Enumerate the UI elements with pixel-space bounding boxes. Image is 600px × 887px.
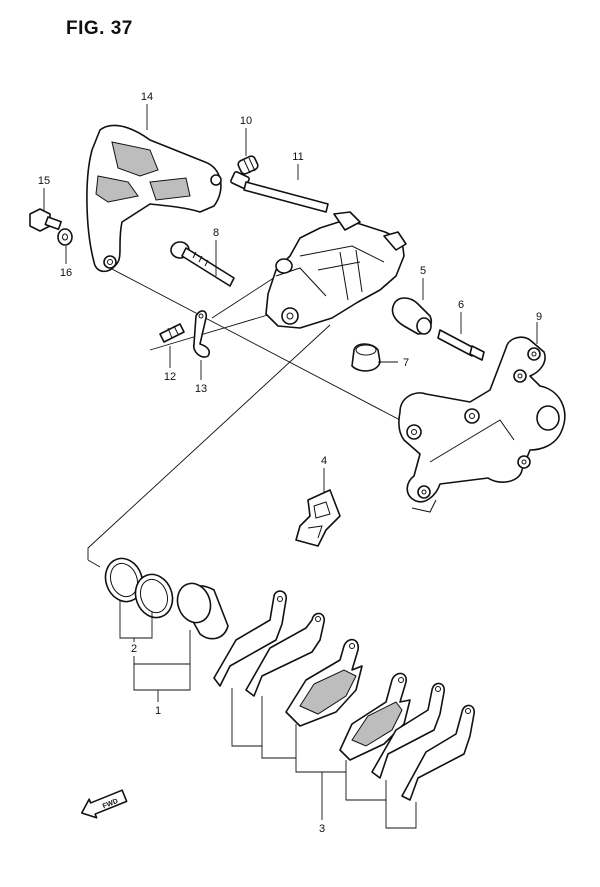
part-6-bleeder[interactable] (437, 329, 485, 361)
part-14-caliper-guard[interactable] (86, 124, 222, 273)
part-3-shim-3[interactable] (371, 682, 445, 779)
part-10-boot[interactable] (237, 155, 259, 175)
part-2-piston-seal-a[interactable] (100, 553, 149, 607)
callout-11: 11 (292, 151, 303, 163)
part-3-shim-2[interactable] (245, 612, 325, 697)
assembly-axis-lines (87, 267, 401, 568)
part-3-pad-1[interactable] (285, 638, 363, 727)
callout-6: 6 (458, 299, 464, 311)
callout-3: 3 (319, 823, 325, 835)
callout-12: 12 (164, 371, 176, 383)
part-7-cap[interactable] (351, 343, 381, 372)
part-15-bolt[interactable] (29, 208, 62, 232)
callout-8: 8 (213, 227, 219, 239)
callout-1: 1 (155, 705, 161, 717)
callout-4: 4 (321, 455, 327, 467)
callout-13: 13 (195, 383, 207, 395)
part-5-bushing[interactable] (391, 297, 433, 335)
callout-15: 15 (38, 175, 50, 187)
part-9-caliper-bracket[interactable] (398, 336, 566, 513)
callout-16: 16 (60, 267, 72, 279)
part-3-shim-1[interactable] (213, 590, 287, 687)
callout-2: 2 (131, 643, 137, 655)
caliper-body[interactable] (265, 211, 407, 329)
part-12-bleeder-screw[interactable] (159, 323, 185, 343)
callout-leaders (43, 104, 538, 829)
part-3-pad-2[interactable] (339, 672, 411, 761)
callout-7: 7 (403, 357, 409, 369)
part-11-slide-pin[interactable] (230, 171, 329, 213)
part-3-shim-4[interactable] (401, 704, 475, 801)
part-2-piston-seal-b[interactable] (130, 569, 179, 623)
part-4-pad-spring[interactable] (295, 489, 341, 547)
part-8-bolt[interactable] (170, 241, 235, 287)
part-1-piston[interactable] (172, 579, 229, 640)
callout-14: 14 (141, 91, 153, 103)
figure-title: FIG. 37 (66, 18, 133, 39)
callout-5: 5 (420, 265, 426, 277)
part-13-clip[interactable] (192, 310, 211, 358)
callout-9: 9 (536, 311, 542, 323)
fwd-arrow-icon: FWD (80, 789, 128, 819)
part-16-washer[interactable] (57, 228, 73, 246)
callout-10: 10 (240, 115, 252, 127)
callout-labels: 14 10 11 15 16 8 5 6 9 7 12 13 4 2 1 3 (38, 91, 542, 835)
